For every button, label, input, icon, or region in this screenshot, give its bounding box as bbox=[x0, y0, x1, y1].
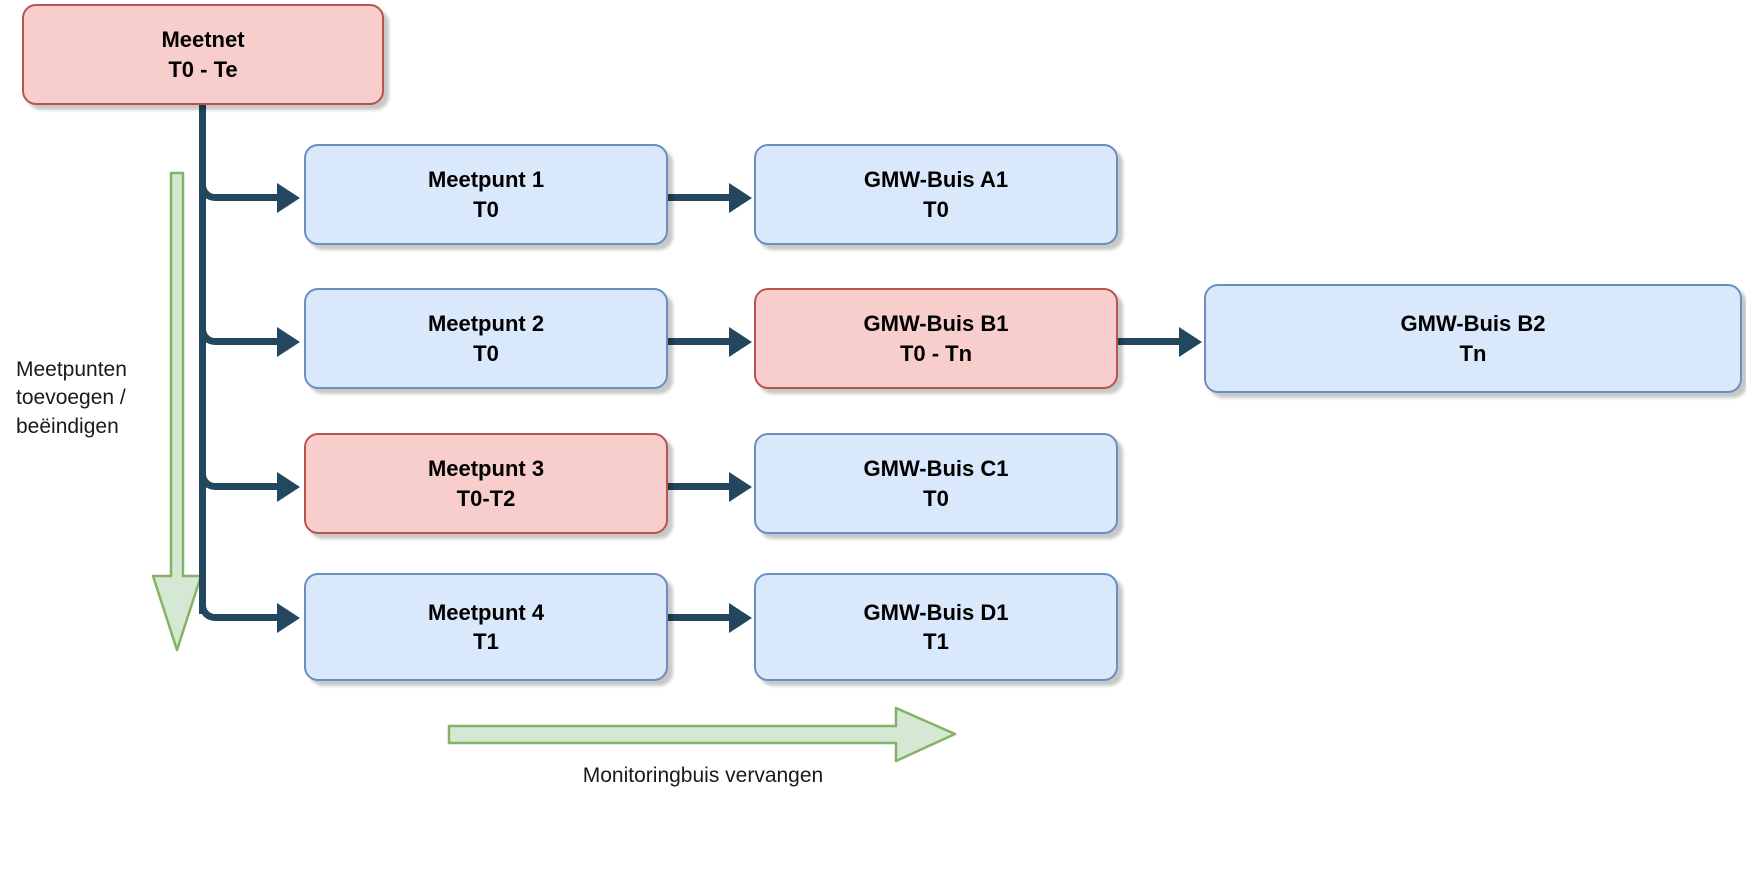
arrowhead-to-buis-c1 bbox=[729, 472, 752, 502]
node-gmw-buis-b1[interactable]: GMW-Buis B1 T0 - Tn bbox=[754, 288, 1118, 389]
label-monitoringbuis-vervangen: Monitoringbuis vervangen bbox=[582, 764, 824, 787]
node-gmw-buis-b1-subtitle: T0 - Tn bbox=[899, 340, 973, 366]
line-meetpunt4-to-buis-d1 bbox=[668, 614, 730, 621]
meetpunten-lifecycle-green-arrow bbox=[148, 171, 206, 652]
node-meetpunt-3[interactable]: Meetpunt 3 T0-T2 bbox=[304, 433, 668, 534]
node-gmw-buis-c1[interactable]: GMW-Buis C1 T0 bbox=[754, 433, 1118, 534]
node-gmw-buis-a1-title: GMW-Buis A1 bbox=[863, 167, 1009, 193]
label-meetpunten-toevoegen-beeindigen: Meetpunten toevoegen / beëindigen bbox=[16, 356, 151, 441]
node-meetpunt-3-title: Meetpunt 3 bbox=[427, 456, 545, 482]
arrowhead-to-meetpunt1 bbox=[277, 183, 300, 213]
line-meetpunt1-to-buis-a1 bbox=[668, 194, 730, 201]
branch-elbow-meetpunt2 bbox=[199, 326, 223, 345]
branch-line-meetpunt2 bbox=[216, 338, 278, 345]
node-gmw-buis-d1-title: GMW-Buis D1 bbox=[863, 599, 1009, 625]
node-gmw-buis-b2-subtitle: Tn bbox=[1459, 340, 1487, 366]
arrowhead-to-buis-b1 bbox=[729, 327, 752, 357]
node-meetpunt-2[interactable]: Meetpunt 2 T0 bbox=[304, 288, 668, 389]
branch-line-meetpunt1 bbox=[216, 194, 278, 201]
branch-line-meetpunt4 bbox=[216, 614, 278, 621]
node-meetnet[interactable]: Meetnet T0 - Te bbox=[22, 4, 384, 105]
branch-elbow-meetpunt1 bbox=[199, 182, 223, 201]
line-buis-b1-to-buis-b2 bbox=[1118, 338, 1180, 345]
arrowhead-to-buis-d1 bbox=[729, 603, 752, 633]
node-meetpunt-2-title: Meetpunt 2 bbox=[427, 311, 545, 337]
node-gmw-buis-a1-subtitle: T0 bbox=[923, 196, 949, 222]
arrowhead-to-meetpunt2 bbox=[277, 327, 300, 357]
node-meetpunt-1-title: Meetpunt 1 bbox=[427, 167, 545, 193]
branch-line-meetpunt3 bbox=[216, 483, 278, 490]
node-gmw-buis-a1[interactable]: GMW-Buis A1 T0 bbox=[754, 144, 1118, 245]
label-line-3: beëindigen bbox=[16, 414, 119, 438]
node-meetpunt-4[interactable]: Meetpunt 4 T1 bbox=[304, 573, 668, 681]
arrowhead-to-buis-a1 bbox=[729, 183, 752, 213]
node-meetpunt-4-title: Meetpunt 4 bbox=[427, 599, 545, 625]
node-gmw-buis-c1-title: GMW-Buis C1 bbox=[863, 456, 1009, 482]
node-gmw-buis-d1[interactable]: GMW-Buis D1 T1 bbox=[754, 573, 1118, 681]
label-line-1: Meetpunten bbox=[16, 358, 127, 381]
monitoringbuis-vervangen-green-arrow bbox=[447, 706, 958, 764]
node-gmw-buis-b1-title: GMW-Buis B1 bbox=[863, 311, 1009, 337]
node-meetnet-subtitle: T0 - Te bbox=[168, 56, 238, 82]
trunk-vertical-line bbox=[199, 104, 206, 614]
line-meetpunt3-to-buis-c1 bbox=[668, 483, 730, 490]
node-gmw-buis-b2-title: GMW-Buis B2 bbox=[1400, 311, 1546, 337]
node-meetpunt-2-subtitle: T0 bbox=[473, 340, 499, 366]
node-meetnet-title: Meetnet bbox=[161, 27, 245, 53]
arrowhead-to-buis-b2 bbox=[1179, 327, 1202, 357]
branch-elbow-meetpunt4 bbox=[199, 602, 223, 621]
node-gmw-buis-b2[interactable]: GMW-Buis B2 Tn bbox=[1204, 284, 1742, 393]
branch-elbow-meetpunt3 bbox=[199, 471, 223, 490]
line-meetpunt2-to-buis-b1 bbox=[668, 338, 730, 345]
node-meetpunt-4-subtitle: T1 bbox=[473, 629, 499, 654]
node-meetpunt-3-subtitle: T0-T2 bbox=[456, 485, 516, 511]
node-gmw-buis-d1-subtitle: T1 bbox=[923, 629, 949, 654]
node-meetpunt-1[interactable]: Meetpunt 1 T0 bbox=[304, 144, 668, 245]
label-line-2: toevoegen / bbox=[16, 386, 126, 410]
arrowhead-to-meetpunt3 bbox=[277, 472, 300, 502]
arrowhead-to-meetpunt4 bbox=[277, 603, 300, 633]
node-gmw-buis-c1-subtitle: T0 bbox=[923, 485, 949, 511]
node-meetpunt-1-subtitle: T0 bbox=[473, 196, 499, 222]
